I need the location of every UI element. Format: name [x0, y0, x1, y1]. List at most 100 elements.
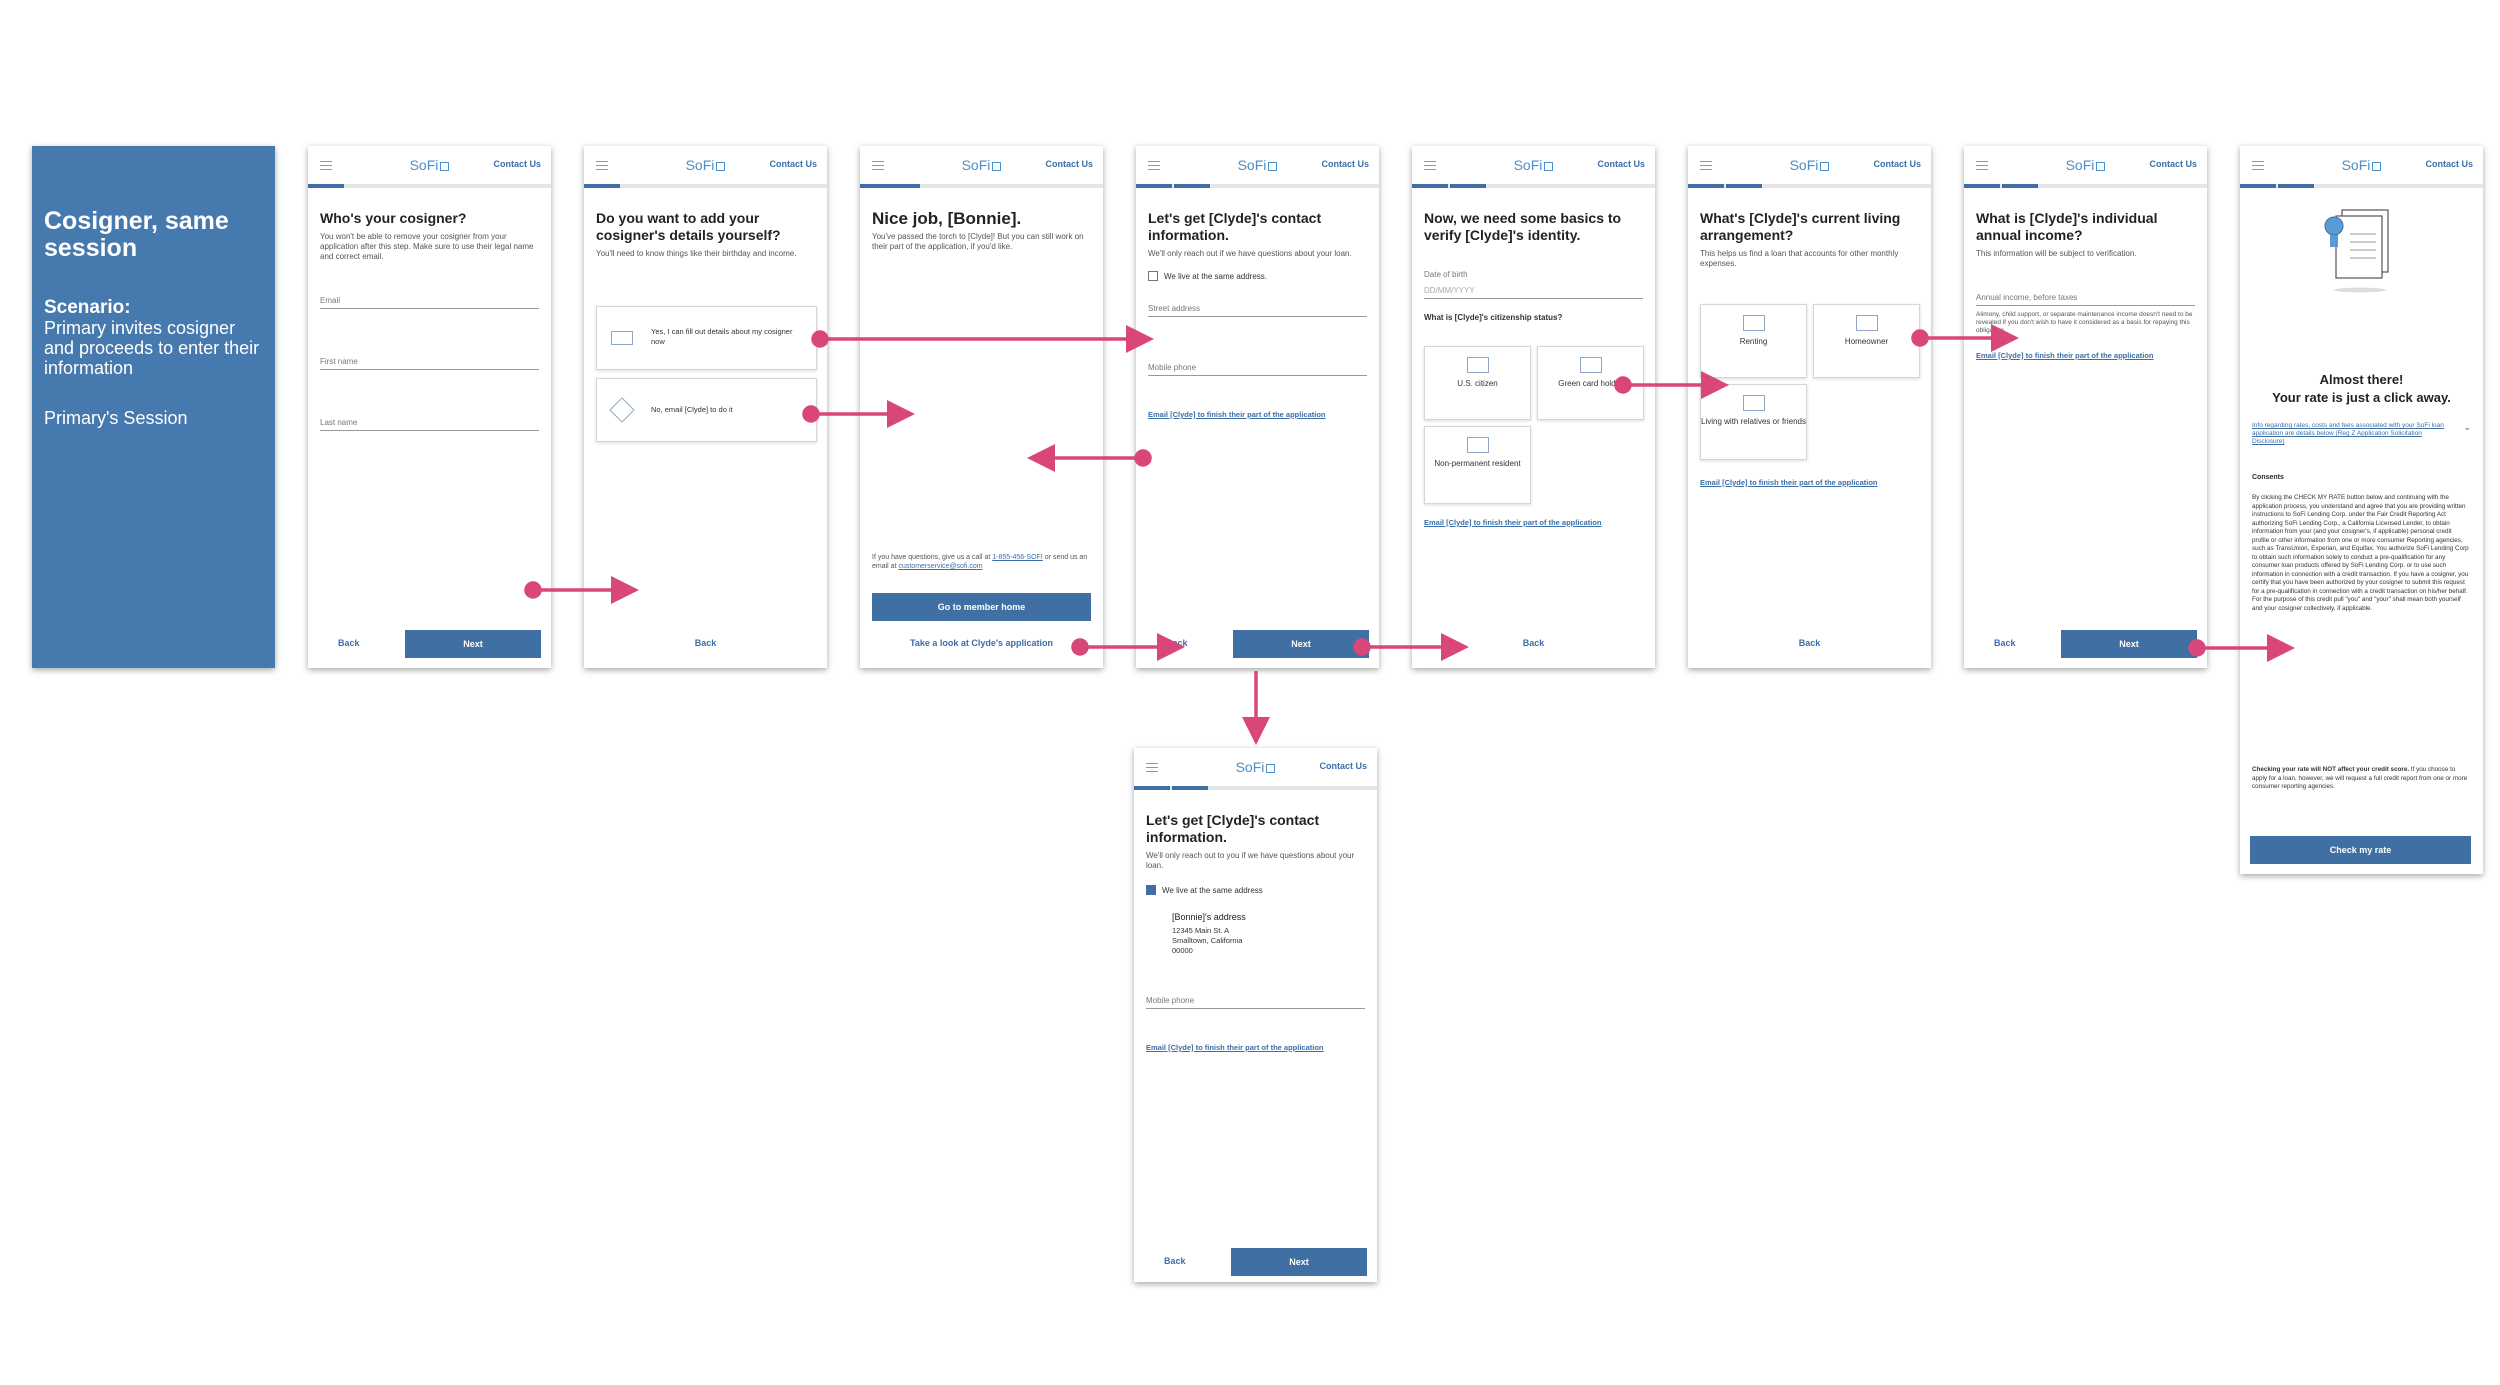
app-header: SoFi Contact Us — [1134, 748, 1377, 786]
next-button[interactable]: Next — [1231, 1248, 1367, 1276]
menu-icon[interactable] — [596, 161, 608, 170]
progress-bar — [1688, 184, 1931, 188]
annual-income-field[interactable]: Annual income, before taxes — [1976, 293, 2195, 306]
footer: Back — [1688, 630, 1931, 656]
progress-bar — [860, 184, 1103, 188]
scenario-text: Primary invites cosigner and proceeds to… — [44, 318, 260, 378]
contact-us-link[interactable]: Contact Us — [769, 159, 817, 169]
passport-icon — [1466, 437, 1489, 453]
tile-homeowner[interactable]: Homeowner — [1813, 304, 1920, 378]
email-link[interactable]: customerservice@sofi.com — [898, 563, 983, 570]
footer: Back — [584, 630, 827, 656]
menu-icon[interactable] — [1976, 161, 1988, 170]
last-name-field[interactable]: Last name — [320, 418, 539, 431]
screen-annual-income: SoFi Contact Us What is [Clyde]'s indivi… — [1964, 146, 2207, 668]
sofi-logo: SoFi — [2240, 157, 2483, 173]
email-cosigner-link[interactable]: Email [Clyde] to finish their part of th… — [1146, 1043, 1324, 1052]
couch-icon — [1742, 395, 1765, 411]
question-title: What's [Clyde]'s current living arrangem… — [1700, 210, 1901, 243]
checkbox-checked[interactable] — [1146, 885, 1156, 895]
contact-us-link[interactable]: Contact Us — [1319, 761, 1367, 771]
arrow-greencard-to-living — [1614, 371, 1729, 399]
contact-us-link[interactable]: Contact Us — [2149, 159, 2197, 169]
contact-us-link[interactable]: Contact Us — [1321, 159, 1369, 169]
mobile-phone-field[interactable]: Mobile phone — [1148, 363, 1367, 376]
contact-us-link[interactable]: Contact Us — [1873, 159, 1921, 169]
phone-link[interactable]: 1-855-456-SOFI — [992, 554, 1043, 561]
back-button[interactable]: Back — [694, 638, 717, 648]
option-fill-details[interactable]: Yes, I can fill out details about my cos… — [596, 306, 817, 370]
option-email-cosigner[interactable]: No, email [Clyde] to do it — [596, 378, 817, 442]
view-application-link[interactable]: Take a look at Clyde's application — [909, 638, 1053, 648]
back-button[interactable]: Back — [1798, 638, 1821, 648]
mobile-phone-field[interactable]: Mobile phone — [1146, 996, 1365, 1009]
tile-living-with-relatives[interactable]: Living with relatives or friends — [1700, 384, 1807, 460]
back-button[interactable]: Back — [1522, 638, 1545, 648]
tile-renting[interactable]: Renting — [1700, 304, 1807, 378]
contact-us-link[interactable]: Contact Us — [1045, 159, 1093, 169]
arrow-income-next-to-rate — [2188, 634, 2295, 662]
menu-icon[interactable] — [2252, 161, 2264, 170]
app-header: SoFi Contact Us — [1964, 146, 2207, 184]
option-label: No, email [Clyde] to do it — [651, 405, 733, 414]
footer: Back Next — [308, 630, 551, 658]
next-button[interactable]: Next — [1233, 630, 1369, 658]
disclosure-link[interactable]: Info regarding rates, costs and fees ass… — [2252, 422, 2444, 445]
street-address-field[interactable]: Street address — [1148, 304, 1367, 317]
question-title: Do you want to add your cosigner's detai… — [596, 210, 781, 243]
arrow-opt1-to-contact — [811, 325, 1154, 353]
tile-non-permanent[interactable]: Non-permanent resident — [1424, 426, 1531, 504]
first-name-field[interactable]: First name — [320, 357, 539, 370]
house-icon — [1855, 315, 1878, 331]
contact-us-link[interactable]: Contact Us — [1597, 159, 1645, 169]
member-home-button[interactable]: Go to member home — [872, 593, 1091, 621]
checkbox[interactable] — [1148, 271, 1158, 281]
back-button[interactable]: Back — [1994, 638, 2016, 648]
dob-field[interactable]: DD/MM/YYYY — [1424, 286, 1643, 299]
email-cosigner-link[interactable]: Email [Clyde] to finish their part of th… — [1148, 410, 1326, 419]
menu-icon[interactable] — [872, 161, 884, 170]
address-block: 12345 Main St. A Smalltown, California 0… — [1172, 926, 1243, 955]
question-subtitle: This helps us find a loan that accounts … — [1700, 249, 1899, 268]
app-header: SoFi Contact Us — [584, 146, 827, 184]
menu-icon[interactable] — [1146, 763, 1158, 772]
email-cosigner-link[interactable]: Email [Clyde] to finish their part of th… — [1976, 351, 2154, 360]
app-header: SoFi Contact Us — [2240, 146, 2483, 184]
arrow-screen1-to-2 — [524, 576, 639, 604]
menu-icon[interactable] — [320, 161, 332, 170]
credit-score-note: Checking your rate will NOT affect your … — [2252, 766, 2468, 790]
chevron-down-icon[interactable]: ⌄ — [2463, 422, 2471, 432]
document-illustration-icon — [2324, 209, 2389, 293]
email-field[interactable]: Email — [320, 296, 539, 309]
question-title: Now, we need some basics to verify [Clyd… — [1424, 210, 1622, 243]
back-button[interactable]: Back — [1164, 1256, 1186, 1266]
screen-living-arrangement: SoFi Contact Us What's [Clyde]'s current… — [1688, 146, 1931, 668]
email-cosigner-link[interactable]: Email [Clyde] to finish their part of th… — [1700, 478, 1878, 487]
progress-bar — [1964, 184, 2207, 188]
headline-almost-there: Almost there! — [2319, 372, 2404, 387]
sofi-logo: SoFi — [1964, 157, 2207, 173]
menu-icon[interactable] — [1148, 161, 1160, 170]
next-button[interactable]: Next — [405, 630, 541, 658]
option-label: Yes, I can fill out details about my cos… — [651, 327, 793, 346]
check-my-rate-button[interactable]: Check my rate — [2250, 836, 2471, 864]
sofi-logo: SoFi — [1688, 157, 1931, 173]
sofi-logo: SoFi — [308, 157, 551, 173]
menu-icon[interactable] — [1700, 161, 1712, 170]
back-button[interactable]: Back — [338, 638, 360, 648]
menu-icon[interactable] — [1424, 161, 1436, 170]
card-icon — [1579, 357, 1602, 373]
app-header: SoFi Contact Us — [308, 146, 551, 184]
scenario-label: Scenario: — [44, 297, 131, 318]
same-address-checkbox[interactable]: We live at the same address — [1146, 885, 1365, 896]
tile-us-citizen[interactable]: U.S. citizen — [1424, 346, 1531, 420]
same-address-checkbox[interactable]: We live at the same address. — [1148, 271, 1367, 282]
contact-us-link[interactable]: Contact Us — [493, 159, 541, 169]
arrow-email-link-to-nice-job — [1027, 444, 1152, 472]
footer: Back Next — [1134, 1248, 1377, 1276]
email-cosigner-link[interactable]: Email [Clyde] to finish their part of th… — [1424, 518, 1602, 527]
contact-us-link[interactable]: Contact Us — [2425, 159, 2473, 169]
sofi-logo: SoFi — [584, 157, 827, 173]
next-button[interactable]: Next — [2061, 630, 2197, 658]
